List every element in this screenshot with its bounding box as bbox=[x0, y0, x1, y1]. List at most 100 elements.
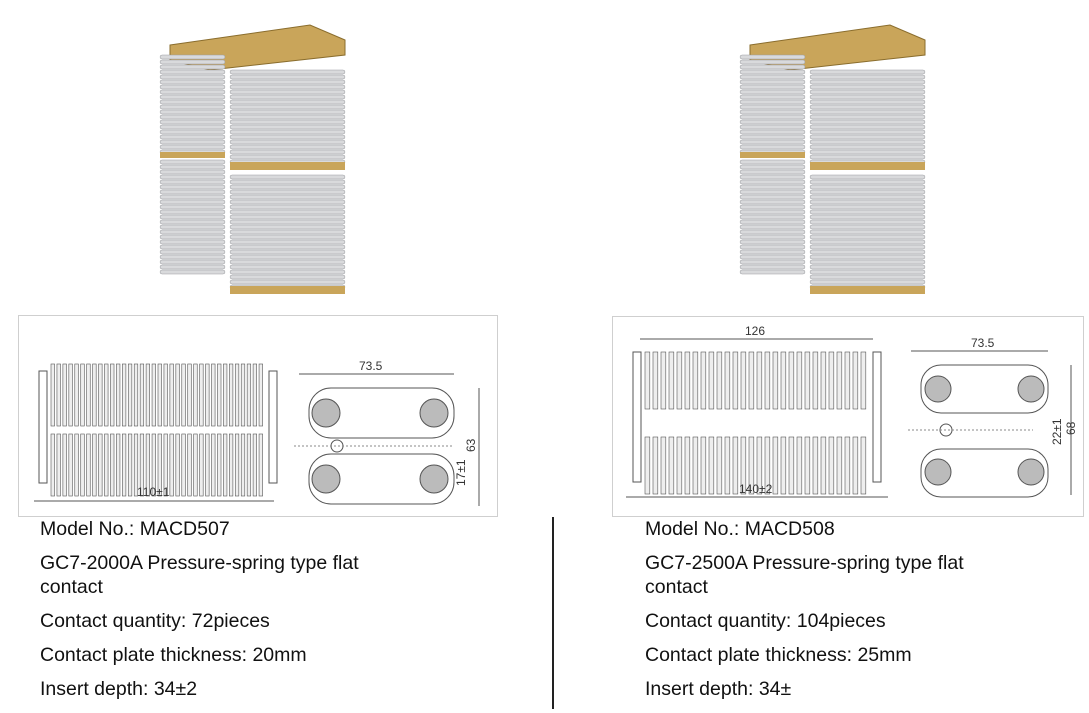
contact-fin bbox=[110, 363, 115, 427]
contact-fin bbox=[836, 351, 843, 410]
contact-plate bbox=[159, 229, 226, 235]
contact-plate bbox=[809, 229, 926, 235]
contact-fin bbox=[644, 351, 651, 410]
dim-inner-length: 126 bbox=[745, 324, 765, 338]
dim-gap: 17±1 bbox=[454, 459, 468, 486]
contact-fin bbox=[211, 363, 216, 427]
contact-fin bbox=[139, 433, 145, 497]
contact-plate bbox=[159, 134, 226, 140]
contact-fin bbox=[844, 351, 851, 410]
contact-plate bbox=[739, 234, 806, 240]
contact-fin bbox=[828, 351, 835, 410]
contact-fin bbox=[716, 436, 723, 495]
contact-fin bbox=[644, 436, 651, 495]
contact-plate bbox=[159, 109, 226, 115]
contact-plate bbox=[809, 74, 926, 80]
contact-plate bbox=[739, 229, 806, 235]
contact-plate bbox=[739, 254, 806, 260]
model-number: Model No.: MACD508 bbox=[645, 518, 835, 540]
contact-plate bbox=[229, 244, 346, 250]
contact-fin bbox=[163, 363, 168, 427]
contact-plate bbox=[809, 219, 926, 225]
contact-plate bbox=[739, 69, 806, 75]
contact-fin bbox=[258, 363, 263, 427]
contact-fin bbox=[98, 363, 103, 427]
contact-plate bbox=[229, 84, 346, 90]
contact-plate bbox=[739, 109, 806, 115]
contact-plate bbox=[809, 119, 926, 125]
contact-fin bbox=[139, 363, 145, 427]
contact-fin bbox=[205, 433, 210, 497]
brass-band bbox=[230, 162, 345, 170]
contact-fin bbox=[732, 436, 739, 495]
contact-plate bbox=[739, 74, 806, 80]
contact-fin bbox=[234, 433, 240, 497]
contact-quantity: Contact quantity: 72pieces bbox=[40, 610, 270, 632]
contact-plate bbox=[229, 229, 346, 235]
contact-plate bbox=[809, 249, 926, 255]
contact-plate bbox=[159, 204, 226, 210]
contact-fin bbox=[676, 436, 683, 495]
contact-plate bbox=[159, 99, 226, 105]
contact-fin bbox=[246, 363, 252, 427]
contact-plate bbox=[739, 224, 806, 230]
contact-plate bbox=[229, 119, 346, 125]
contact-fin bbox=[772, 351, 779, 410]
contact-fin bbox=[127, 433, 133, 497]
contact-plate bbox=[809, 244, 926, 250]
contact-plate bbox=[809, 139, 926, 145]
contact-fin bbox=[708, 436, 715, 495]
contact-plate bbox=[229, 279, 346, 285]
contact-plate bbox=[229, 89, 346, 95]
contact-plate bbox=[229, 214, 346, 220]
contact-plate bbox=[809, 224, 926, 230]
contact-plate bbox=[229, 129, 346, 135]
contact-plate bbox=[229, 124, 346, 130]
contact-fin bbox=[92, 363, 97, 427]
contact-fin bbox=[181, 363, 186, 427]
contact-fin bbox=[796, 351, 803, 410]
contact-fin bbox=[828, 436, 835, 495]
contact-plate bbox=[739, 179, 806, 185]
contact-fin bbox=[700, 351, 707, 410]
contact-fin bbox=[252, 433, 257, 497]
contact-plate bbox=[739, 209, 806, 215]
contact-plate bbox=[809, 274, 926, 280]
contact-plate bbox=[159, 254, 226, 260]
contact-fin bbox=[175, 363, 180, 427]
contact-fin bbox=[852, 351, 859, 410]
contact-plate bbox=[159, 144, 226, 150]
contact-plate bbox=[739, 114, 806, 120]
contact-fin bbox=[788, 351, 795, 410]
contact-fin bbox=[700, 436, 707, 495]
contact-plate bbox=[809, 199, 926, 205]
contact-plate bbox=[229, 149, 346, 155]
contact-fin bbox=[788, 436, 795, 495]
contact-plate bbox=[809, 209, 926, 215]
technical-drawing-macd508: 126 140±2 73.5 68 22±1 bbox=[612, 316, 1084, 517]
contact-plate bbox=[809, 184, 926, 190]
contact-fin bbox=[764, 351, 771, 410]
contact-fin bbox=[145, 433, 150, 497]
contact-fin bbox=[217, 363, 222, 427]
contact-plate bbox=[739, 159, 806, 165]
contact-fin bbox=[258, 433, 263, 497]
contact-plate bbox=[739, 239, 806, 245]
contact-plate bbox=[739, 124, 806, 130]
contact-fin bbox=[122, 433, 127, 497]
contact-plate bbox=[159, 84, 226, 90]
contact-fin bbox=[748, 351, 755, 410]
contact-plate bbox=[229, 194, 346, 200]
contact-plate bbox=[229, 199, 346, 205]
contact-fin bbox=[217, 433, 222, 497]
contact-fin bbox=[860, 436, 867, 495]
contact-fin bbox=[199, 433, 204, 497]
contact-plate bbox=[229, 174, 346, 180]
contact-plate bbox=[809, 69, 926, 75]
dim-height: 68 bbox=[1064, 421, 1078, 435]
contact-fin bbox=[74, 433, 79, 497]
product-title-line2: contact bbox=[40, 576, 103, 598]
contact-plate bbox=[739, 249, 806, 255]
brass-band bbox=[160, 152, 225, 158]
dim-length: 110±1 bbox=[137, 485, 170, 499]
